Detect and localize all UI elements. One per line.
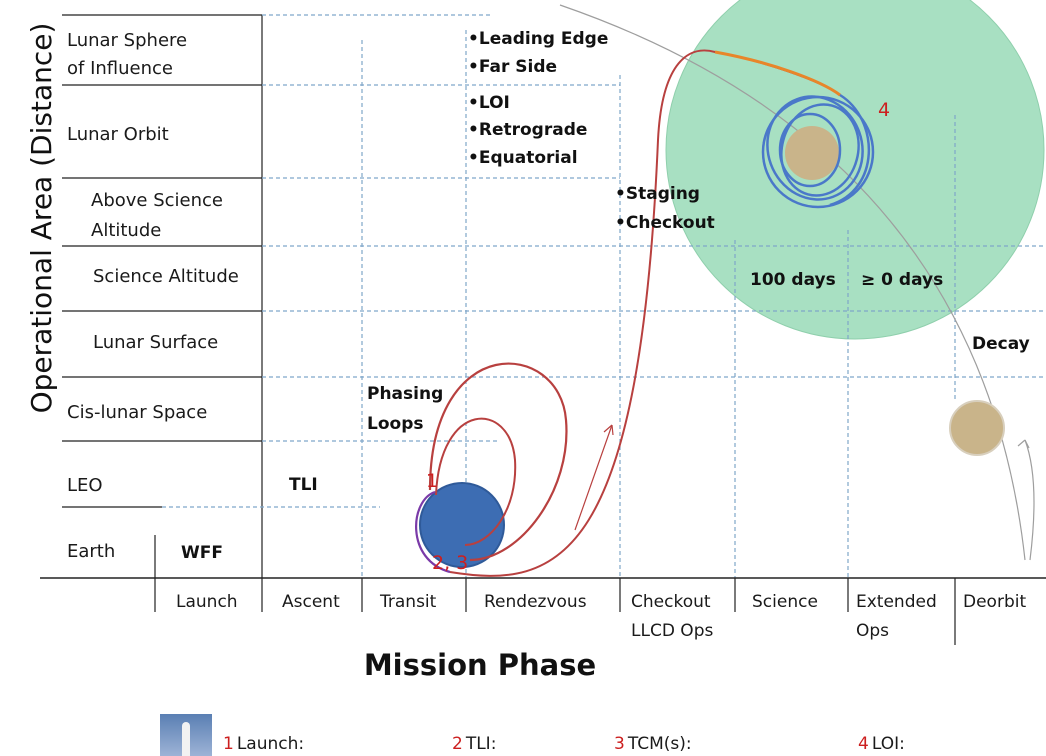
legend-num: 1	[223, 734, 234, 754]
x-axis-title: Mission Phase	[363, 648, 597, 682]
phase-label-transit: Transit	[380, 592, 437, 612]
phase-label-deorbit: Deorbit	[963, 592, 1027, 612]
annotation-far-side: •Far Side	[468, 57, 558, 77]
phase-label-extended-line1: Extended	[856, 592, 937, 612]
row-label-lunar-soi-line1: Lunar Sphere	[67, 30, 188, 51]
phase-label-rendezvous: Rendezvous	[484, 592, 587, 612]
annotation-extended-days: ≥ 0 days	[861, 270, 944, 290]
legend-text: TCM(s):	[627, 734, 692, 754]
annotation-leading-edge: •Leading Edge	[468, 29, 609, 49]
lunar-soi-circle	[665, 0, 1045, 340]
phase-label-science: Science	[752, 592, 818, 612]
decay-moon-circle	[949, 400, 1005, 456]
dashed-grid	[162, 14, 1046, 578]
annotation-tli: TLI	[289, 475, 318, 495]
legend-num: 3	[614, 734, 625, 754]
row-label-leo: LEO	[67, 475, 103, 496]
legend-text: LOI:	[871, 734, 905, 754]
annotation-wff: WFF	[181, 543, 223, 563]
phase-label-launch: Launch	[176, 592, 238, 612]
moon-orbit-arc	[559, 4, 1026, 561]
row-label-lunar-orbit: Lunar Orbit	[67, 124, 169, 145]
phase-label-checkout-line1: Checkout	[631, 592, 711, 612]
row-label-science-altitude: Science Altitude	[93, 266, 239, 287]
legend-num: 2	[452, 734, 463, 754]
row-label-above-science-line1: Above Science	[91, 190, 223, 211]
row-label-earth: Earth	[67, 541, 116, 562]
legend-text: TLI:	[465, 734, 497, 754]
annotation-decay: Decay	[972, 334, 1030, 354]
row-separators	[62, 14, 262, 508]
annotation-retrograde: •Retrograde	[468, 120, 588, 140]
row-label-lunar-soi-line2: of Influence	[67, 58, 173, 79]
annotation-phasing-line2: Loops	[367, 414, 424, 434]
phase-label-extended-line2: Ops	[856, 621, 890, 641]
marker-tli-tcm: 2, 3	[432, 552, 469, 574]
annotation-science-days: 100 days	[750, 270, 836, 290]
marker-launch: 1	[426, 470, 439, 492]
annotation-loi: •LOI	[468, 93, 510, 113]
earth-circle	[419, 482, 505, 568]
moon-circle	[785, 126, 839, 180]
row-label-lunar-surface: Lunar Surface	[93, 332, 219, 353]
legend-text: Launch:	[236, 734, 305, 754]
rocket-icon	[160, 714, 212, 756]
annotation-phasing-line1: Phasing	[367, 384, 444, 404]
marker-loi: 4	[878, 99, 891, 121]
row-label-cislunar: Cis-lunar Space	[67, 402, 208, 423]
annotation-staging: •Staging	[615, 184, 700, 204]
phase-label-ascent: Ascent	[282, 592, 340, 612]
annotation-checkout: •Checkout	[615, 213, 715, 233]
lunar-orbits	[761, 93, 875, 209]
legend-num: 4	[858, 734, 869, 754]
phase-ticks	[154, 535, 956, 645]
phase-label-checkout-line2: LLCD Ops	[631, 621, 714, 641]
row-label-above-science-line2: Altitude	[91, 220, 162, 241]
annotation-equatorial: •Equatorial	[468, 148, 578, 168]
phasing-loop-outer	[428, 362, 568, 562]
